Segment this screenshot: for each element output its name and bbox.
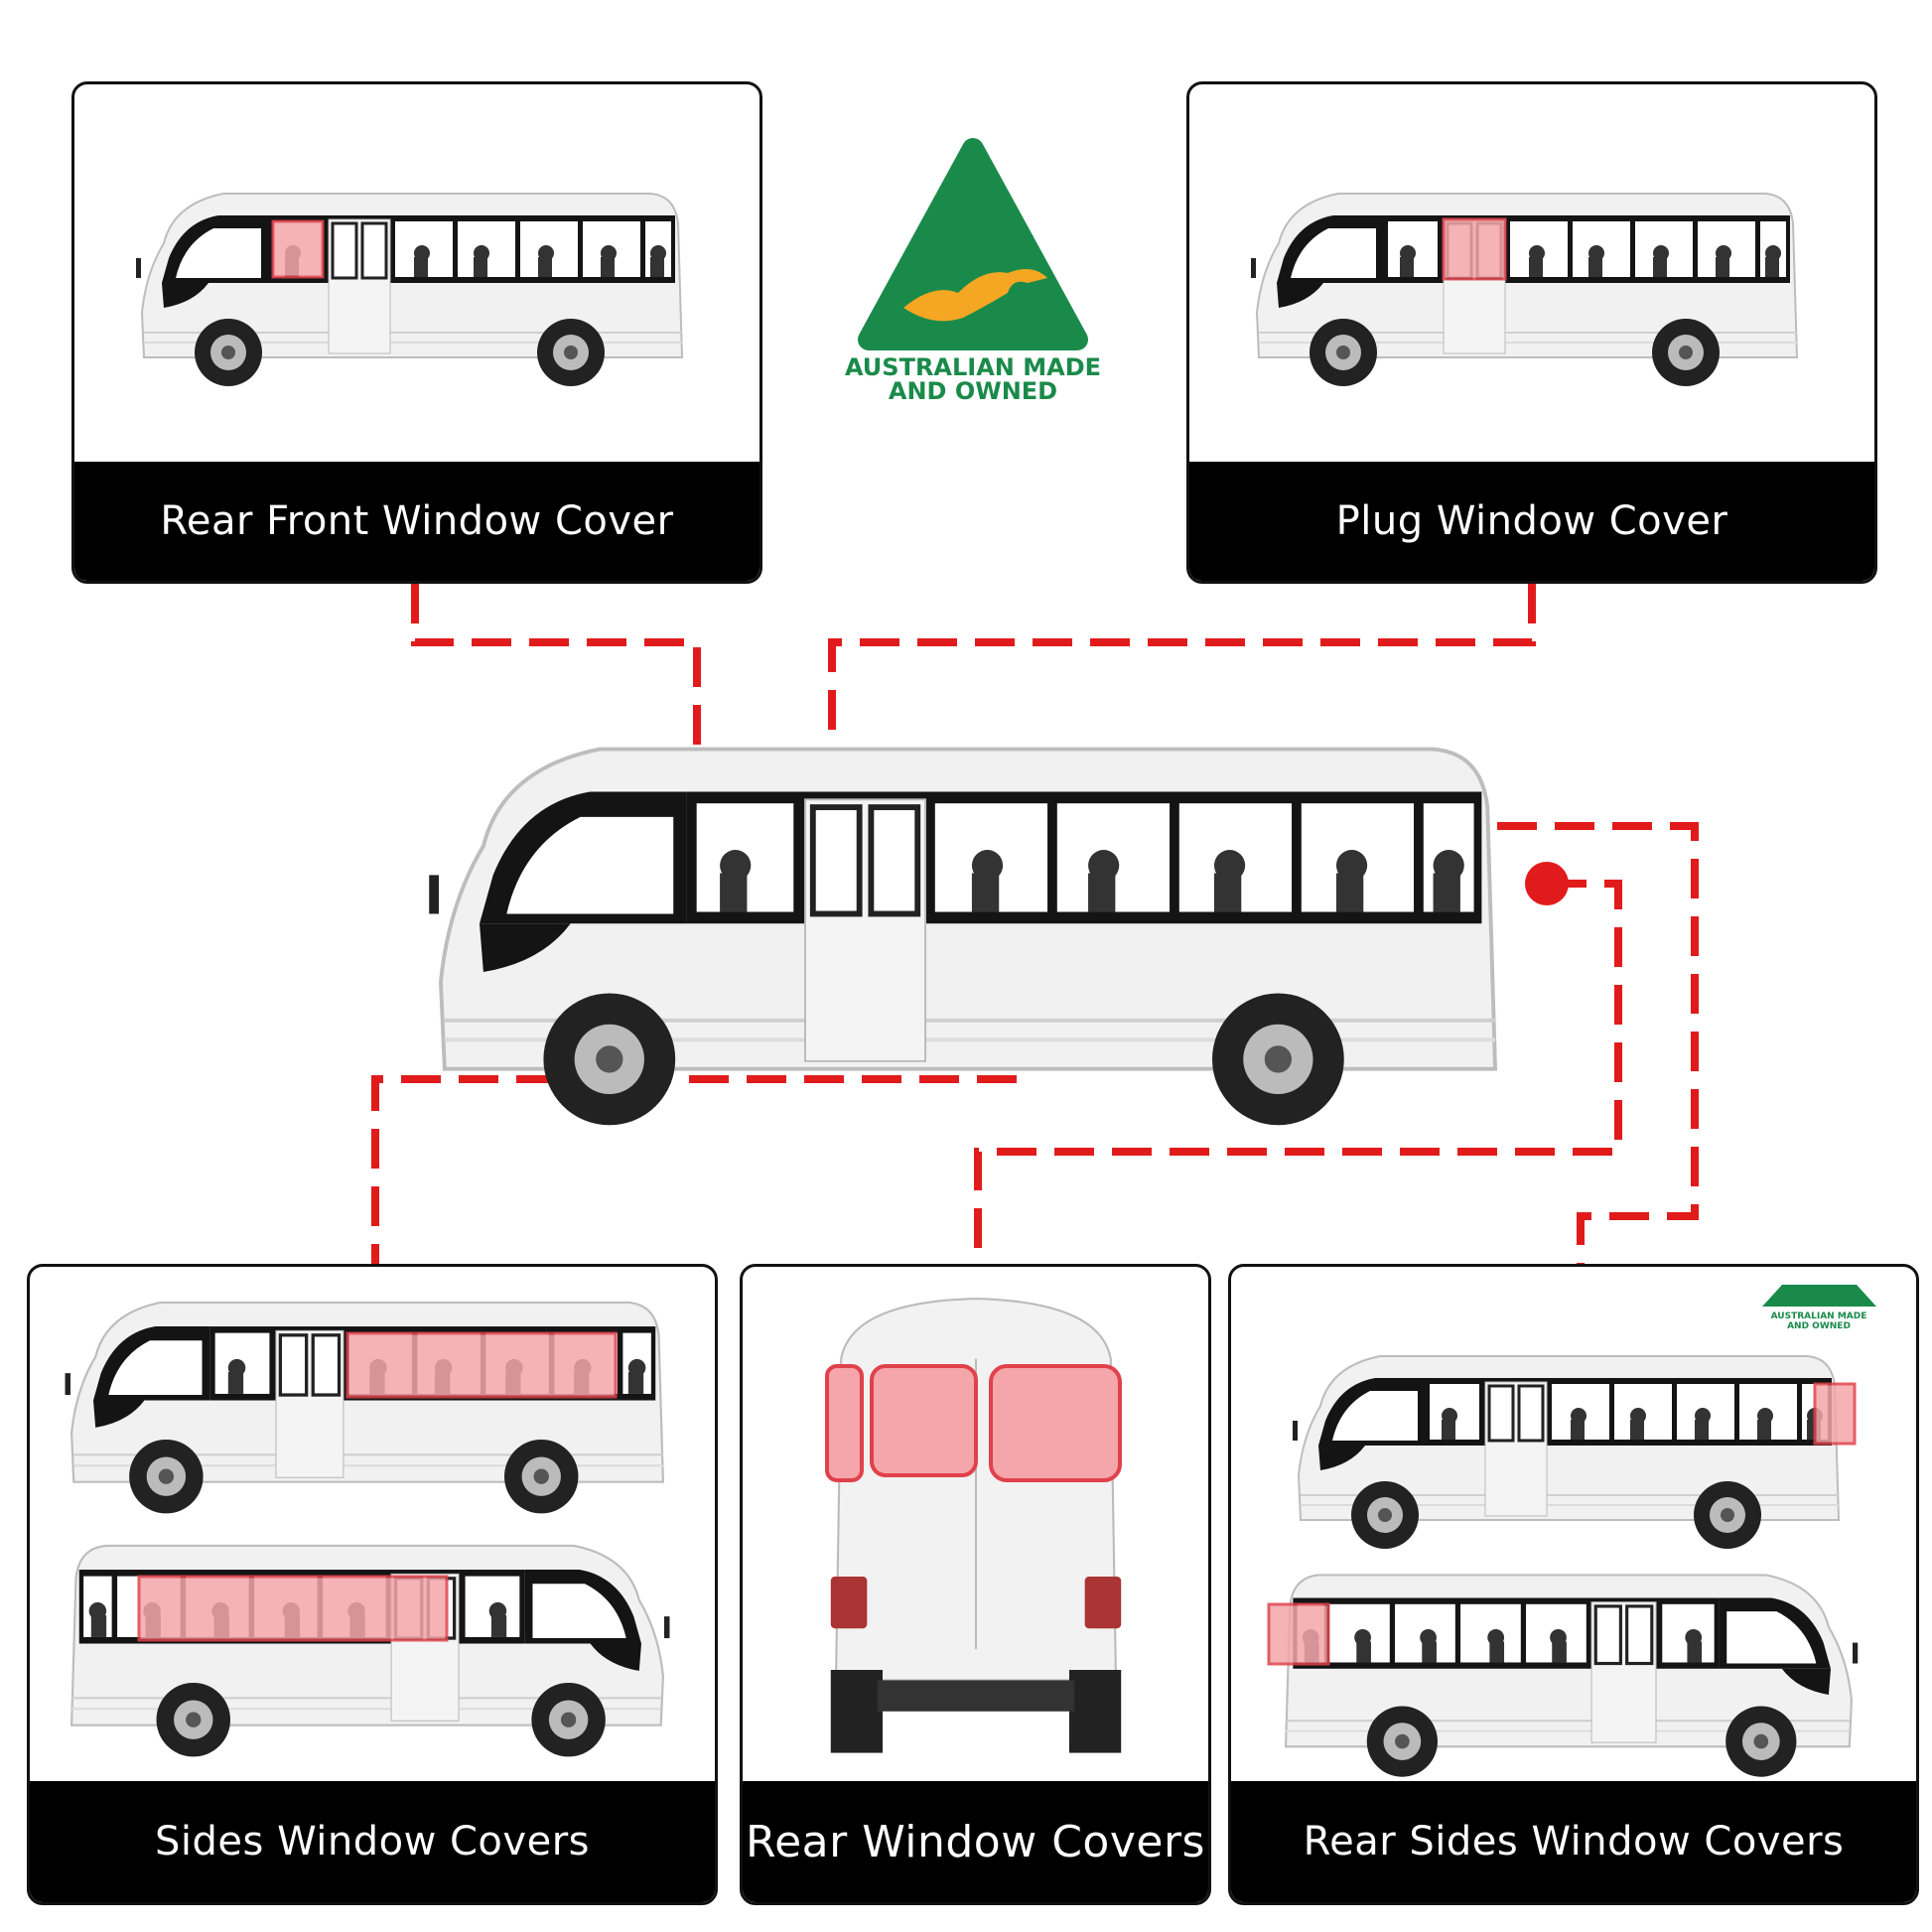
card-label: Rear Sides Window Covers — [1231, 1781, 1916, 1902]
card-plug-window-cover[interactable]: Plug Window Cover — [1186, 81, 1877, 584]
highlight-window — [1813, 1382, 1857, 1446]
main-bus-illustration — [397, 730, 1539, 1137]
svg-text:AND OWNED: AND OWNED — [1787, 1321, 1851, 1331]
card-image — [30, 1267, 715, 1783]
highlight-window-center — [870, 1364, 978, 1477]
highlight-window-left — [825, 1364, 864, 1482]
connector-rear-front — [411, 584, 701, 849]
kangaroo-icon — [903, 269, 1047, 322]
highlight-window — [271, 219, 325, 279]
highlight-window — [1442, 217, 1507, 281]
svg-text:AUSTRALIAN MADE: AUSTRALIAN MADE — [1771, 1311, 1867, 1321]
connector-rear — [974, 880, 1622, 1264]
logo-line2: AND OWNED — [889, 377, 1057, 405]
connector-plug — [828, 584, 1536, 849]
australian-made-logo: AUSTRALIAN MADE AND OWNED — [784, 79, 1162, 417]
card-rear-window-covers[interactable]: Rear Window Covers — [740, 1264, 1211, 1905]
highlight-window — [1267, 1602, 1330, 1666]
card-label: Rear Front Window Cover — [74, 462, 759, 581]
card-image — [74, 84, 759, 462]
small-australian-made-logo: AUSTRALIAN MADE AND OWNED — [1762, 1285, 1876, 1331]
connector-rear-sides — [1440, 822, 1699, 1264]
logo-line1: AUSTRALIAN MADE — [845, 353, 1101, 381]
card-image — [743, 1267, 1208, 1783]
card-label: Plug Window Cover — [1189, 462, 1874, 581]
highlight-windows — [137, 1575, 449, 1642]
card-label: Rear Window Covers — [743, 1781, 1208, 1902]
highlight-windows — [345, 1331, 618, 1399]
highlight-window-right — [989, 1364, 1122, 1482]
card-label: Sides Window Covers — [30, 1781, 715, 1902]
card-image — [1189, 84, 1874, 462]
card-image: AUSTRALIAN MADE AND OWNED — [1231, 1267, 1916, 1783]
marker-rear — [1525, 862, 1569, 905]
card-rear-front-window-cover[interactable]: Rear Front Window Cover — [71, 81, 762, 584]
card-sides-window-covers[interactable]: Sides Window Covers — [27, 1264, 718, 1905]
card-rear-sides-window-covers[interactable]: AUSTRALIAN MADE AND OWNED Rear Sides Win… — [1228, 1264, 1919, 1905]
